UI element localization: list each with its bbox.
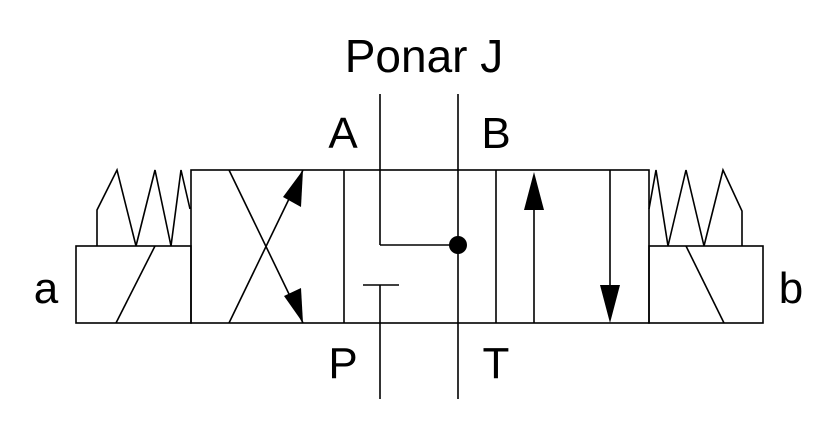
arrowhead-cross-down (284, 288, 303, 323)
left-solenoid-box (75, 245, 192, 324)
junction-dot (449, 236, 467, 254)
right-solenoid-slash (685, 245, 725, 324)
port-label-p: P (328, 339, 357, 388)
arrowhead-cross-up (283, 170, 303, 207)
port-label-b: B (481, 109, 510, 158)
arrowhead-parallel-up (524, 172, 544, 210)
left-solenoid-slash (115, 245, 156, 324)
port-label-t: T (483, 339, 510, 388)
left-spring (96, 167, 191, 247)
right-solenoid-box (648, 245, 764, 324)
actuator-label-a: a (34, 264, 59, 313)
valve-body (190, 169, 650, 324)
actuator-label-b: b (779, 264, 803, 313)
right-spring (648, 167, 743, 247)
arrowhead-parallel-down (600, 285, 620, 323)
diagram-title: Ponar J (345, 30, 504, 82)
port-label-a: A (328, 109, 358, 158)
